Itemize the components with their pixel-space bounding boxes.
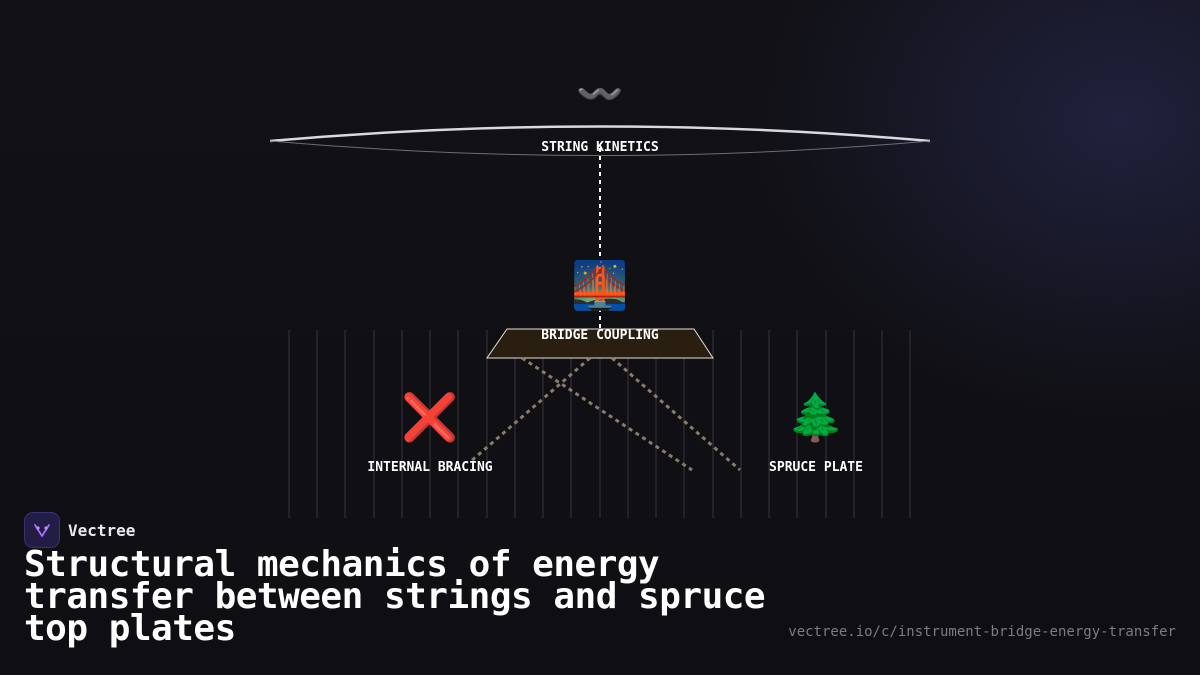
- string-arc-upper: [269, 125, 931, 143]
- link-bridge-to-spruce: [611, 356, 741, 472]
- evergreen-tree-icon: 🌲: [787, 390, 845, 444]
- source-url[interactable]: vectree.io/c/instrument-bridge-energy-tr…: [788, 624, 1176, 640]
- wave-icon: 〰️: [576, 72, 624, 116]
- label-spruce-plate: SPRUCE PLATE: [769, 460, 863, 475]
- label-bridge-coupling: BRIDGE COUPLING: [541, 328, 659, 343]
- bridge-shape: [486, 328, 714, 359]
- cross-mark-icon: ❌: [401, 390, 459, 444]
- link-bridge-to-bracing: [469, 356, 591, 464]
- vectree-logo-icon: [24, 512, 60, 548]
- spruce-grain: [288, 330, 911, 518]
- brand-name: Vectree: [68, 520, 136, 540]
- link-bridge-cross: [521, 356, 693, 472]
- string-arc-lower: [269, 140, 931, 156]
- brace-links: [469, 356, 741, 472]
- label-string-kinetics: STRING KINETICS: [541, 140, 659, 155]
- label-internal-bracing: INTERNAL BRACING: [367, 460, 493, 475]
- brand[interactable]: Vectree: [24, 512, 135, 548]
- page-title: Structural mechanics of energy transfer …: [24, 544, 766, 649]
- bridge-icon: 🌉: [571, 258, 629, 312]
